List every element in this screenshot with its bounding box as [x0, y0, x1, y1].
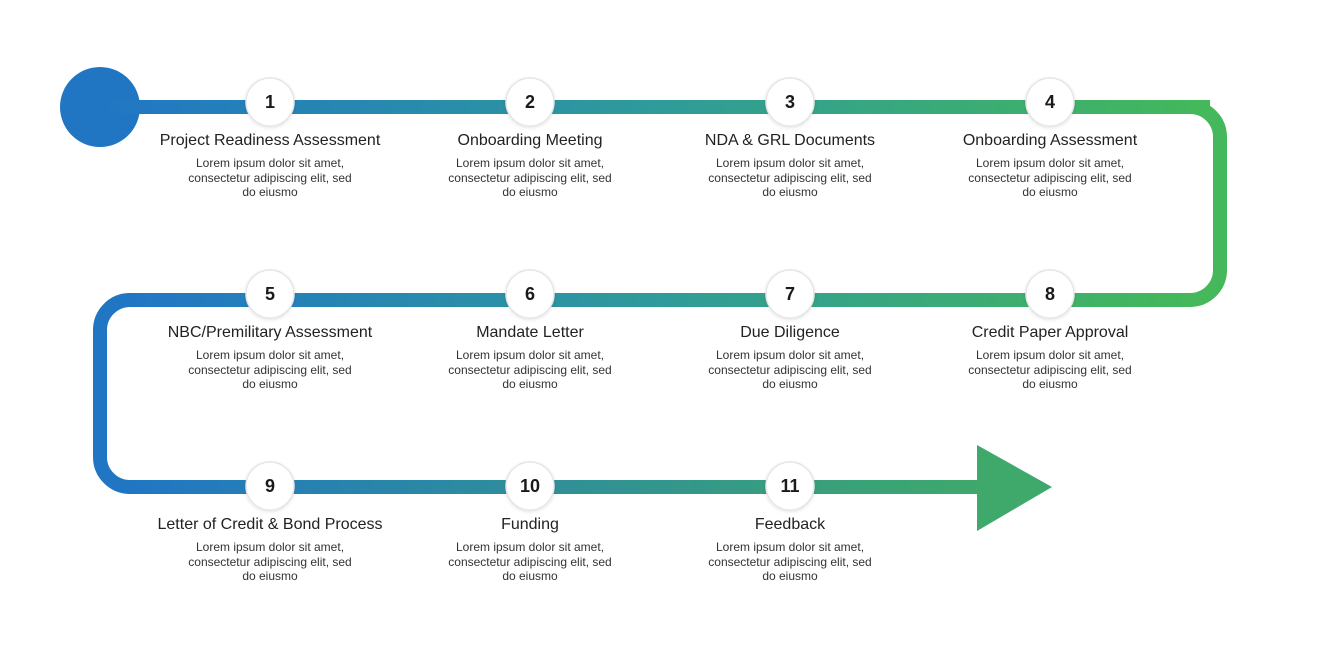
- step-badge-3: 3: [765, 77, 815, 127]
- flow-turn-right: [1189, 100, 1227, 307]
- step-badge-circle: [1025, 77, 1075, 127]
- step-badge-circle: [505, 461, 555, 511]
- arrow-head: [977, 445, 1052, 531]
- step-badge-1: 1: [245, 77, 295, 127]
- step-number: 8: [1045, 284, 1055, 304]
- step-badge-4: 4: [1025, 77, 1075, 127]
- step-description-6: Lorem ipsum dolor sit amet, consectetur …: [448, 348, 612, 391]
- step-title-1: Project Readiness Assessment: [159, 132, 381, 149]
- step-title-2: Onboarding Meeting: [457, 132, 603, 149]
- step-number: 1: [265, 92, 275, 112]
- step-number: 5: [265, 284, 275, 304]
- step-badge-circle: [245, 269, 295, 319]
- step-number: 6: [525, 284, 535, 304]
- step-number: 11: [780, 476, 799, 496]
- step-description-1: Lorem ipsum dolor sit amet, consectetur …: [188, 156, 352, 199]
- step-title-5: NBC/Premilitary Assessment: [167, 324, 373, 341]
- step-badge-8: 8: [1025, 269, 1075, 319]
- step-badge-circle: [765, 269, 815, 319]
- step-badge-circle: [505, 77, 555, 127]
- step-number: 2: [525, 92, 535, 112]
- step-description-9: Lorem ipsum dolor sit amet, consectetur …: [188, 540, 352, 583]
- step-title-7: Due Diligence: [740, 324, 840, 341]
- step-badge-7: 7: [765, 269, 815, 319]
- step-title-4: Onboarding Assessment: [962, 132, 1138, 149]
- step-badge-circle: [505, 269, 555, 319]
- flow-line-row-1: [100, 100, 1210, 114]
- step-description-7: Lorem ipsum dolor sit amet, consectetur …: [708, 348, 872, 391]
- step-description-8: Lorem ipsum dolor sit amet, consectetur …: [968, 348, 1132, 391]
- step-badge-6: 6: [505, 269, 555, 319]
- step-badge-circle: [765, 77, 815, 127]
- step-badge-10: 10: [505, 461, 555, 511]
- step-badge-11: 11: [765, 461, 815, 511]
- flow-turn-left: [93, 293, 131, 494]
- step-title-9: Letter of Credit & Bond Process: [157, 516, 383, 533]
- step-badge-9: 9: [245, 461, 295, 511]
- step-badge-circle: [245, 77, 295, 127]
- step-badge-circle: [1025, 269, 1075, 319]
- step-title-8: Credit Paper Approval: [971, 324, 1129, 341]
- step-number: 9: [265, 476, 275, 496]
- flow-line-row-2: [128, 293, 1192, 307]
- step-title-10: Funding: [501, 516, 559, 533]
- step-description-2: Lorem ipsum dolor sit amet, consectetur …: [448, 156, 612, 199]
- step-title-11: Feedback: [754, 516, 826, 533]
- step-description-11: Lorem ipsum dolor sit amet, consectetur …: [708, 540, 872, 583]
- step-number: 3: [785, 92, 795, 112]
- step-badge-circle: [245, 461, 295, 511]
- step-number: 4: [1045, 92, 1055, 112]
- step-description-5: Lorem ipsum dolor sit amet, consectetur …: [188, 348, 352, 391]
- step-badge-5: 5: [245, 269, 295, 319]
- step-description-4: Lorem ipsum dolor sit amet, consectetur …: [968, 156, 1132, 199]
- step-title-6: Mandate Letter: [476, 324, 584, 341]
- step-badge-circle: [765, 461, 815, 511]
- step-description-10: Lorem ipsum dolor sit amet, consectetur …: [448, 540, 612, 583]
- step-number: 10: [520, 476, 540, 496]
- step-description-3: Lorem ipsum dolor sit amet, consectetur …: [708, 156, 872, 199]
- step-number: 7: [785, 284, 795, 304]
- step-badge-2: 2: [505, 77, 555, 127]
- step-title-3: NDA & GRL Documents: [704, 132, 876, 149]
